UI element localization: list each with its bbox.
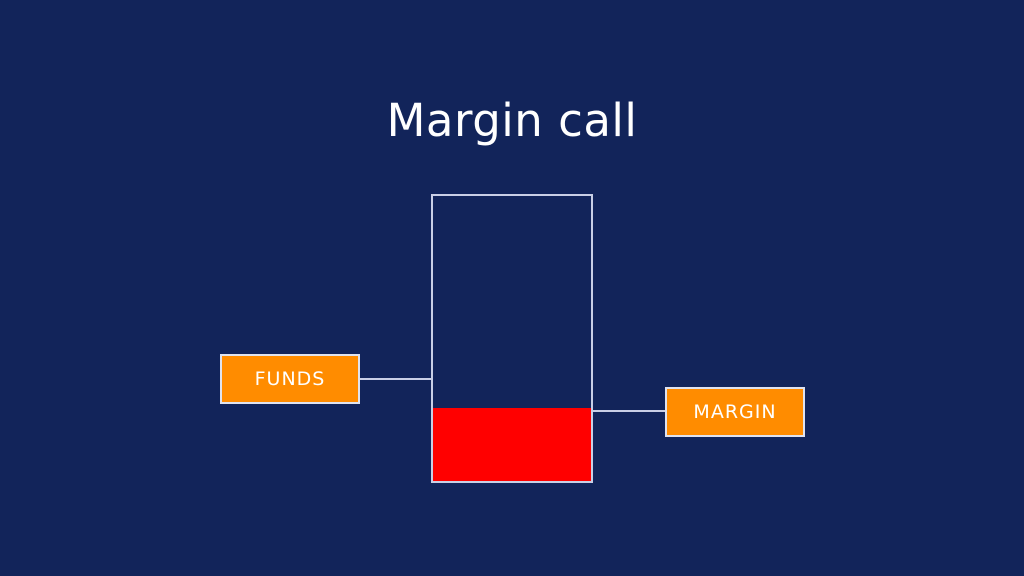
- callout-funds-label: FUNDS: [254, 368, 326, 390]
- callout-margin-label: MARGIN: [693, 401, 777, 423]
- callout-margin[interactable]: MARGIN: [665, 387, 805, 437]
- margin-connector-line: [591, 410, 667, 412]
- account-container: [431, 194, 593, 483]
- funds-connector-line: [359, 378, 433, 380]
- callout-funds[interactable]: FUNDS: [220, 354, 360, 404]
- margin-deficit-fill: [433, 408, 591, 481]
- page-title: Margin call: [386, 94, 638, 147]
